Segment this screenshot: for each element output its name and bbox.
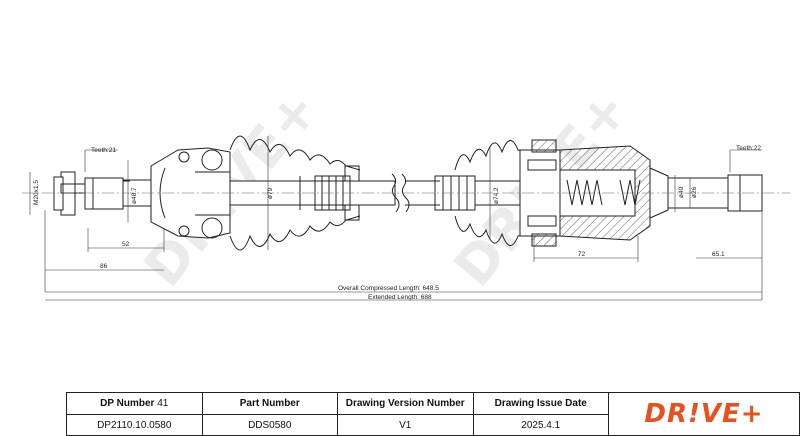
- part-number-header: Part Number: [201, 392, 338, 415]
- drawing-issue-date-header: Drawing Issue Date: [472, 392, 609, 415]
- len-52-label: 52: [122, 241, 130, 248]
- len-72-label: 72: [578, 251, 586, 258]
- dp-number-value: DP2110.10.0580: [66, 414, 203, 436]
- dia-40-label: ø40: [678, 186, 685, 198]
- overall-compressed-length-label: Overall Compressed Length: 648.5: [338, 285, 439, 292]
- part-number-value: DDS0580: [201, 414, 338, 436]
- dimension-lines: [29, 136, 763, 301]
- extended-length-label: Extended Length: 688: [368, 294, 432, 301]
- thread-label: M20x1.5: [33, 180, 40, 205]
- drive-logo: DR!VE+: [608, 392, 800, 436]
- dia-74-2-label: ø74.2: [493, 187, 500, 204]
- teeth-left-label: Teeth:21: [91, 147, 116, 154]
- len-86-label: 86: [100, 263, 108, 270]
- drawing-issue-date-value: 2025.4.1: [472, 414, 609, 436]
- dia-26-label: ø26: [691, 186, 698, 198]
- title-block: DP Number 41 Part Number Drawing Version…: [66, 392, 800, 436]
- drawing-version-header: Drawing Version Number: [337, 392, 474, 415]
- teeth-right-label: Teeth:22: [736, 145, 761, 152]
- dia-79-label: ø79: [267, 187, 274, 199]
- dia-48-7-label: ø48.7: [131, 187, 138, 204]
- dp-number-header: DP Number 41: [66, 392, 203, 415]
- drawing-version-value: V1: [337, 414, 474, 436]
- len-65-1-label: 65.1: [712, 251, 725, 258]
- shaft-outline: [53, 135, 763, 251]
